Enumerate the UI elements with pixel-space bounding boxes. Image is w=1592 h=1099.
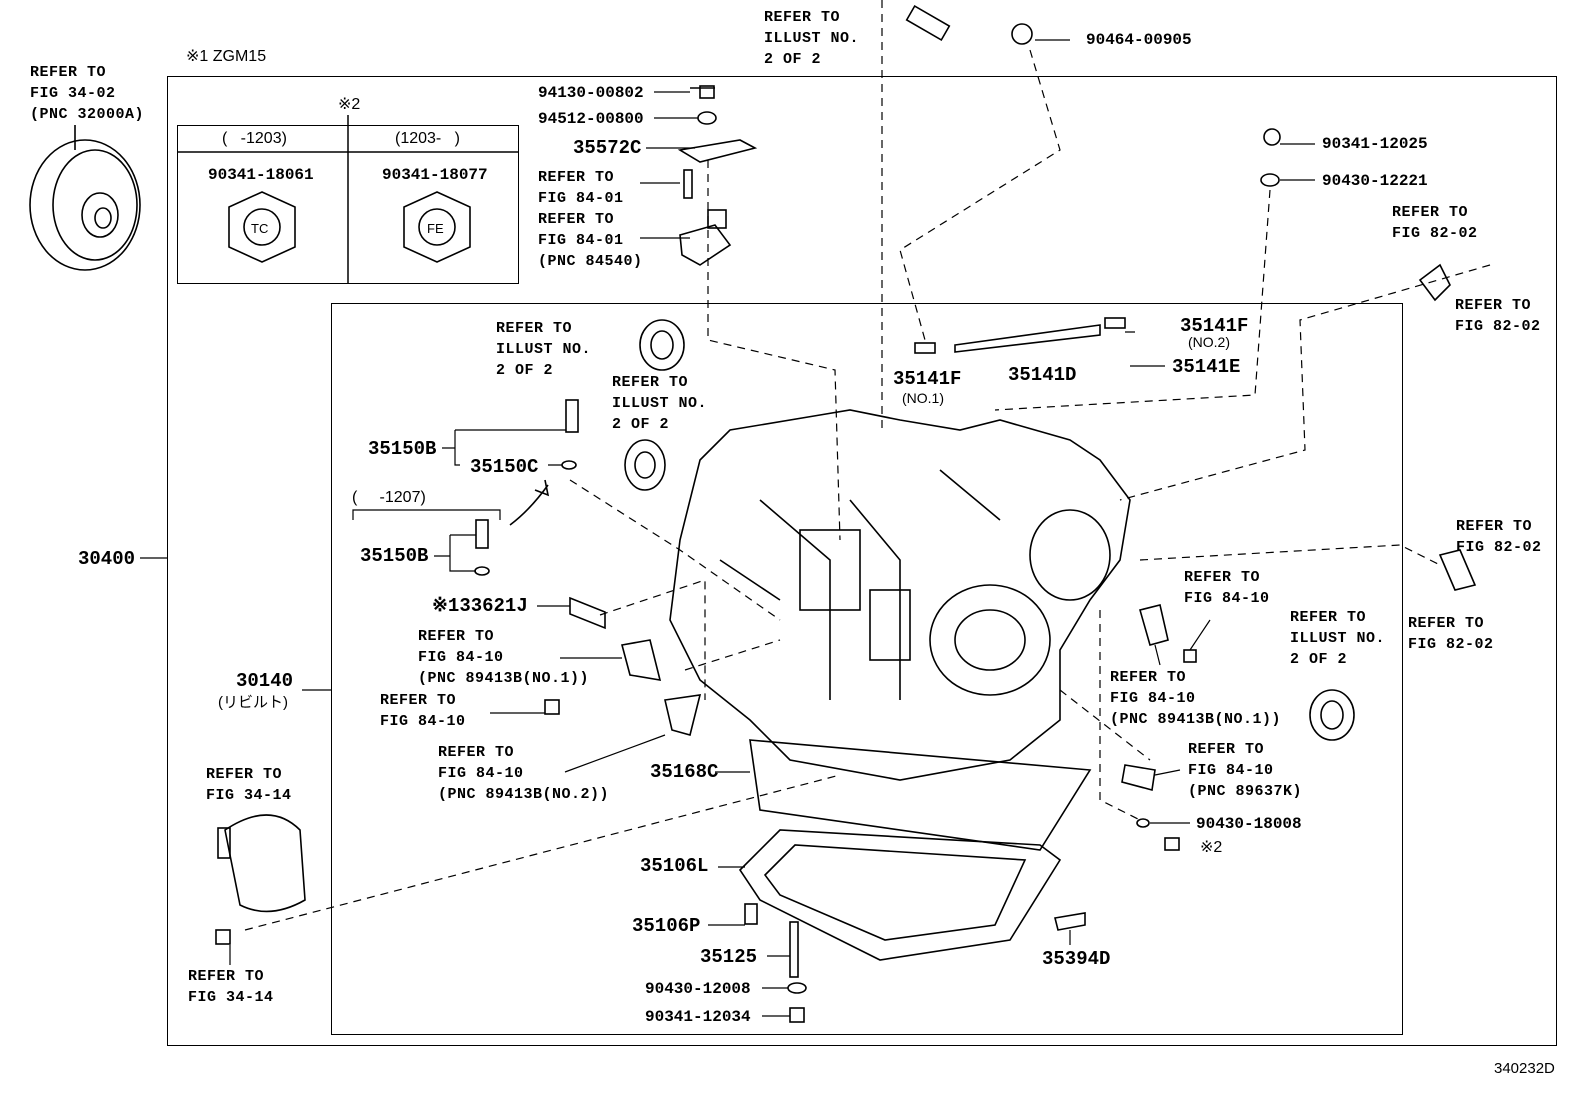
range-1207: ( -1207) [352, 489, 426, 506]
ref-fig-84-01-a: REFER TO FIG 84-01 [538, 169, 624, 207]
ref-fig-82-02-a: REFER TO FIG 82-02 [1392, 204, 1478, 242]
note-2: ※2 [338, 96, 361, 113]
rebuilt-label: (リビルト) [218, 694, 288, 711]
ref-fig-34-02: REFER TO FIG 34-02 (PNC 32000A) [30, 64, 145, 123]
torque-converter [29, 125, 141, 271]
transmission-case [669, 409, 1131, 851]
ref-fig-34-14-a: REFER TO FIG 34-14 [206, 766, 292, 804]
table-col1-range: ( -1203) [222, 130, 287, 147]
part-90430-18008: 90430-18008 [1196, 815, 1302, 833]
part-35141D: 35141D [1008, 364, 1077, 386]
part-94512-00800: 94512-00800 [538, 110, 644, 128]
part-133621J: ※133621J [432, 595, 528, 617]
ref-illust-seal-1: REFER TO ILLUST NO. 2 OF 2 [496, 320, 592, 379]
mark-fe: FE [427, 221, 444, 236]
no2-label: (NO.2) [1188, 334, 1230, 350]
mark-tc: TC [251, 221, 268, 236]
ref-illust-right: REFER TO ILLUST NO. 2 OF 2 [1290, 609, 1386, 668]
table-col2-part: 90341-18077 [382, 166, 488, 184]
plug-icons [228, 191, 471, 263]
part-35150C: 35150C [470, 456, 539, 478]
dashed-guides [244, 0, 1491, 931]
part-35394D: 35394D [1042, 948, 1111, 970]
plug-variant-table [177, 125, 519, 284]
ref-fig-84-10-e: REFER TO FIG 84-10 (PNC 89413B(NO.1)) [1110, 669, 1282, 728]
part-35141E: 35141E [1172, 356, 1241, 378]
part-90341-12025: 90341-12025 [1322, 135, 1428, 153]
part-90430-12008: 90430-12008 [645, 980, 751, 998]
part-35168C: 35168C [650, 761, 719, 783]
part-35572C: 35572C [573, 137, 642, 159]
part-35106P: 35106P [632, 915, 701, 937]
part-90430-12221: 90430-12221 [1322, 172, 1428, 190]
note-model: ※1 ZGM15 [186, 48, 267, 65]
outer-frame-30400 [167, 76, 1557, 1046]
part-35141F-no1: 35141F [893, 368, 962, 390]
part-94130-00802: 94130-00802 [538, 84, 644, 102]
part-35150B-b: 35150B [360, 545, 429, 567]
ref-fig-84-10-f: REFER TO FIG 84-10 (PNC 89637K) [1188, 741, 1303, 800]
ref-fig-82-02-d: REFER TO FIG 82-02 [1408, 615, 1494, 653]
part-35125: 35125 [700, 946, 758, 968]
ref-illust-seal-2: REFER TO ILLUST NO. 2 OF 2 [612, 374, 708, 433]
part-35150B-a: 35150B [368, 438, 437, 460]
small-parts [215, 4, 1477, 1023]
note-2-b: ※2 [1200, 839, 1223, 856]
table-col2-range: (1203- ) [395, 130, 460, 147]
part-90464-00905: 90464-00905 [1086, 31, 1192, 49]
ref-fig-82-02-c: REFER TO FIG 82-02 [1456, 518, 1542, 556]
ref-fig-82-02-b: REFER TO FIG 82-02 [1455, 297, 1541, 335]
ref-illust-top: REFER TO ILLUST NO. 2 OF 2 [764, 9, 860, 68]
leader-lines [140, 39, 1315, 1017]
ref-fig-84-10-b: REFER TO FIG 84-10 [380, 692, 466, 730]
no1-label: (NO.1) [902, 390, 944, 406]
part-30400: 30400 [78, 548, 136, 570]
ref-fig-84-10-c: REFER TO FIG 84-10 (PNC 89413B(NO.2)) [438, 744, 610, 803]
oil-pan [738, 829, 1062, 961]
part-35106L: 35106L [640, 855, 709, 877]
inner-frame-30140 [331, 303, 1403, 1035]
table-col1-part: 90341-18061 [208, 166, 314, 184]
ref-fig-84-10-a: REFER TO FIG 84-10 (PNC 89413B(NO.1)) [418, 628, 590, 687]
part-35141F-no2: 35141F [1180, 315, 1249, 337]
ref-fig-34-14-b: REFER TO FIG 34-14 [188, 968, 274, 1006]
part-30140: 30140 [236, 670, 294, 692]
ref-fig-84-10-d: REFER TO FIG 84-10 [1184, 569, 1270, 607]
diagram-code: 340232D [1494, 1060, 1555, 1077]
part-90341-12034: 90341-12034 [645, 1008, 751, 1026]
ref-fig-84-01-b: REFER TO FIG 84-01 (PNC 84540) [538, 211, 643, 270]
